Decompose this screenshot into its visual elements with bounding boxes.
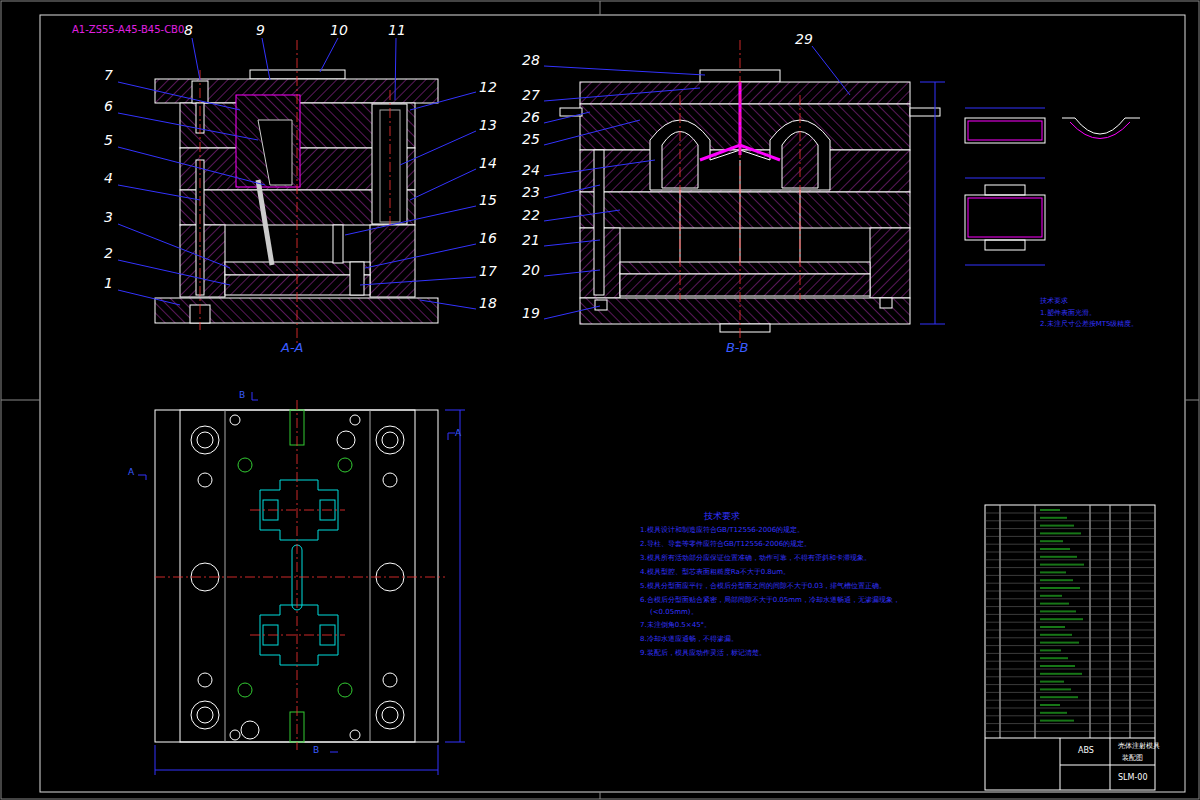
note-line: 1.模具设计和制造应符合GB/T12556-2006的规定。 [640,527,804,535]
title-cell: SLM-00 [1118,774,1148,783]
note-line: (<0.05mm)。 [650,609,698,617]
view-mark: A [455,429,461,439]
note-line: 7.未注倒角0.5×45°。 [640,622,711,630]
callout-number: 7 [104,68,113,83]
callout-number: 9 [256,23,265,38]
callout-number: 28 [522,53,540,68]
note-line: 5.模具分型面应平行，合模后分型面之间的间隙不大于0.03，排气槽位置正确。 [640,583,886,591]
section-label: B-B [726,341,748,355]
section-label: A-A [281,341,303,355]
title-cell: ABS [1078,747,1094,756]
callout-number: 15 [479,193,497,208]
view-mark: B [313,746,319,756]
callout-number: 6 [104,99,113,114]
drawing-code: A1-ZS55-A45-B45-CB0 [72,24,184,35]
callout-number: 13 [479,118,497,133]
callout-number: 17 [479,264,497,279]
note-line: 9.装配后，模具应动作灵活，标记清楚。 [640,650,766,658]
callout-number: 23 [522,185,540,200]
callout-number: 21 [522,233,540,248]
title-cell: 装配图 [1122,755,1143,763]
callout-number: 10 [330,23,348,38]
callout-number: 2 [104,246,113,261]
callout-number: 4 [104,171,113,186]
callout-number: 29 [795,32,813,47]
callout-number: 19 [522,306,540,321]
title-cell: 壳体注射模具 [1118,743,1160,751]
note-line: 6.合模后分型面贴合紧密，局部间隙不大于0.05mm，冷却水道畅通，无渗漏现象， [640,597,900,605]
callout-number: 14 [479,156,497,171]
view-mark: A [128,468,134,478]
note-line: 3.模具所有活动部分应保证位置准确，动作可靠，不得有歪斜和卡滞现象。 [640,555,871,563]
callout-number: 22 [522,208,540,223]
note-line: 8.冷却水道应通畅，不得渗漏。 [640,636,738,644]
callout-number: 12 [479,80,497,95]
callout-number: 1 [104,276,113,291]
callout-number: 26 [522,110,540,125]
note-line: 4.模具型腔、型芯表面粗糙度Ra不大于0.8um。 [640,569,790,577]
note-line: 2.未注尺寸公差按MT5级精度。 [1040,321,1138,329]
callout-number: 24 [522,163,540,178]
note-line: 2.导柱、导套等零件应符合GB/T12556-2006的规定。 [640,541,811,549]
callout-number: 11 [388,23,406,38]
callout-number: 25 [522,132,540,147]
callout-number: 5 [104,133,113,148]
callout-number: 27 [522,88,540,103]
note-heading: 技术要求 [704,512,740,522]
callout-number: 8 [184,23,193,38]
callout-number: 16 [479,231,497,246]
note-line: 1.塑件表面光滑。 [1040,310,1096,318]
note-heading: 技术要求 [1040,298,1068,306]
callout-number: 20 [522,263,540,278]
callout-number: 3 [104,210,113,225]
view-mark: B [239,391,245,401]
callout-number: 18 [479,296,497,311]
